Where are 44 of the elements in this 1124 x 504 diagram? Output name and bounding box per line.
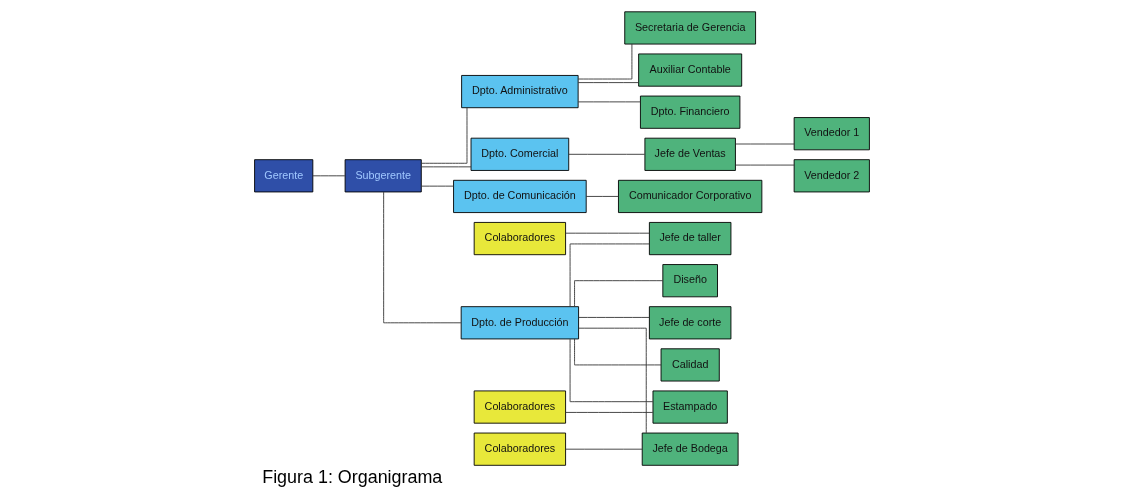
connector <box>578 317 650 318</box>
node-box: Jefe de Bodega <box>641 432 739 466</box>
node-box: Colaboradores <box>473 390 567 424</box>
node-box: Dpto. Comercial <box>470 137 570 171</box>
connector <box>565 448 643 450</box>
node-box: Calidad <box>660 348 720 382</box>
connector <box>565 232 650 234</box>
node-box: Dpto. Financiero <box>639 95 741 129</box>
connector <box>420 107 468 164</box>
connector <box>568 153 646 155</box>
caption: Figura 1: Organigrama <box>262 467 443 488</box>
node-box: Dpto. Administrativo <box>461 75 579 109</box>
node-box: Secretaria de Gerencia <box>624 11 757 45</box>
node-box: Auxiliar Contable <box>638 53 743 87</box>
node-box: Diseño <box>662 264 718 298</box>
node-box: Jefe de Ventas <box>644 137 736 171</box>
connector <box>735 143 795 145</box>
node-box: Vendedor 1 <box>793 117 870 151</box>
connector <box>565 412 654 413</box>
connector <box>577 82 639 84</box>
connector <box>569 338 654 403</box>
node-box: Estampado <box>652 390 728 424</box>
connector <box>574 338 662 366</box>
node-box: Jefe de taller <box>648 221 732 256</box>
node-box: Dpto. de Comunicación <box>453 179 587 213</box>
connector <box>585 196 619 197</box>
node-box: Comunicador Corporativo <box>618 179 763 213</box>
connector <box>383 191 462 324</box>
connector <box>569 243 650 307</box>
connector <box>421 185 454 187</box>
node-box: Gerente <box>254 159 314 193</box>
connector <box>421 166 472 168</box>
node-box: Subgerente <box>344 159 422 193</box>
connector <box>577 43 633 80</box>
node-box: Vendedor 2 <box>793 159 870 193</box>
connector <box>578 327 647 434</box>
node-box: Colaboradores <box>473 221 567 256</box>
node-box: Jefe de corte <box>648 306 732 340</box>
connector <box>574 280 664 308</box>
connector <box>312 175 346 177</box>
connector <box>577 101 641 103</box>
connector <box>735 164 795 166</box>
node-box: Colaboradores <box>473 432 567 466</box>
node-box: Dpto. de Producción <box>460 306 580 340</box>
